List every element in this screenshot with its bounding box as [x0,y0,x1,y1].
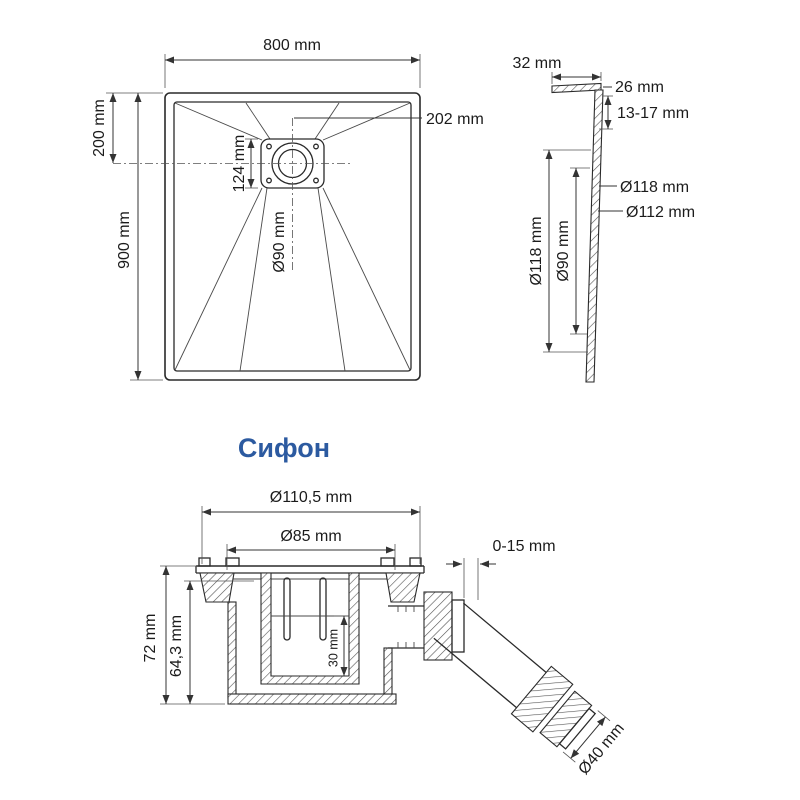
recess-outer-label: Ø118 mm [620,179,689,196]
dim-drain-plate-height: 124 mm [231,135,258,193]
drain-hole-side-label: Ø90 mm [555,220,572,281]
thickness-label: 13-17 mm [617,105,689,122]
siphon-cup-section [260,572,360,685]
dim-thickness: 13-17 mm [599,95,689,130]
total-height-label: 72 mm [142,614,159,663]
flange-left-section [199,572,235,603]
siphon-title: Сифон [238,433,330,463]
dim-recess-outer-side: Ø118 mm [528,149,591,353]
label-recess-inner: Ø112 mm [598,204,695,221]
siphon-cover [195,557,425,603]
tray-section-view: 32 mm 26 mm 13-17 mm Ø118 mm Ø112 mm Ø11… [513,55,695,383]
tray-depth-label: 900 mm [116,211,133,269]
siphon-drawing: Ø40 mm Ø110,5 mm Ø85 mm 0-15 mm 72 m [142,489,628,778]
body-height-label: 64,3 mm [168,615,185,677]
drain-offset-label: 200 mm [91,99,108,157]
flange-diameter-label: Ø110,5 mm [270,489,352,506]
dim-grate-diameter: Ø85 mm [226,528,396,570]
grate-diameter-label: Ø85 mm [280,528,341,545]
drain-hole-label: Ø90 mm [271,211,288,272]
dip-tube-left [283,577,291,641]
label-drain-hole-diameter: Ø90 mm [271,211,288,272]
label-drain-plate-width: 202 mm [294,111,484,128]
drain-plate-height-label: 124 mm [231,135,248,193]
cover-screw [198,557,211,567]
outlet-collar-1 [510,665,574,733]
tray-outline [164,92,421,381]
cover-screw [380,557,395,567]
tray-wall-profile [585,89,604,383]
tray-slope-lines [174,102,411,372]
body-wall-left [227,601,237,699]
drain-plate-width-label: 202 mm [426,111,484,128]
cover-screw [409,557,422,567]
tray-inner-edge [173,101,412,372]
seal-depth-label: 30 mm [326,629,340,667]
cover-screw [225,557,240,567]
dim-body-height: 64,3 mm [168,580,254,704]
dim-drain-offset-top: 200 mm [91,92,163,163]
body-bottom [227,693,397,705]
adjustment-label: 0-15 mm [492,538,555,555]
dim-rim-width: 32 mm [513,55,602,84]
tray-plan-view: 800 mm 200 mm 900 mm 124 mm 202 mm Ø90 m… [91,37,484,381]
tray-width-label: 800 mm [263,37,321,54]
dim-tray-depth: 900 mm [116,93,163,381]
dim-tray-width: 800 mm [164,37,421,88]
body-wall-right [383,647,393,695]
dim-adjustment-range: 0-15 mm [446,538,556,600]
siphon-body [227,572,465,705]
dim-drain-hole-side: Ø90 mm [555,167,590,335]
dim-flange-diameter: Ø110,5 mm [201,489,421,564]
rim-width-label: 32 mm [513,55,562,72]
recess-inner-label: Ø112 mm [626,204,695,221]
union-nut [423,591,453,661]
label-recess-outer: Ø118 mm [599,179,689,196]
flange-right-section [385,572,421,603]
dip-tube-right [319,577,327,641]
dim-total-height: 72 mm [142,565,225,705]
recess-outer-side-label: Ø118 mm [528,216,545,285]
union-sleeve [451,599,465,653]
dim-seal-depth: 30 mm [326,615,348,676]
tray-drain-plate [113,118,352,272]
dim-rim-edge: 26 mm [603,79,664,96]
rim-edge-label: 26 mm [615,79,664,96]
